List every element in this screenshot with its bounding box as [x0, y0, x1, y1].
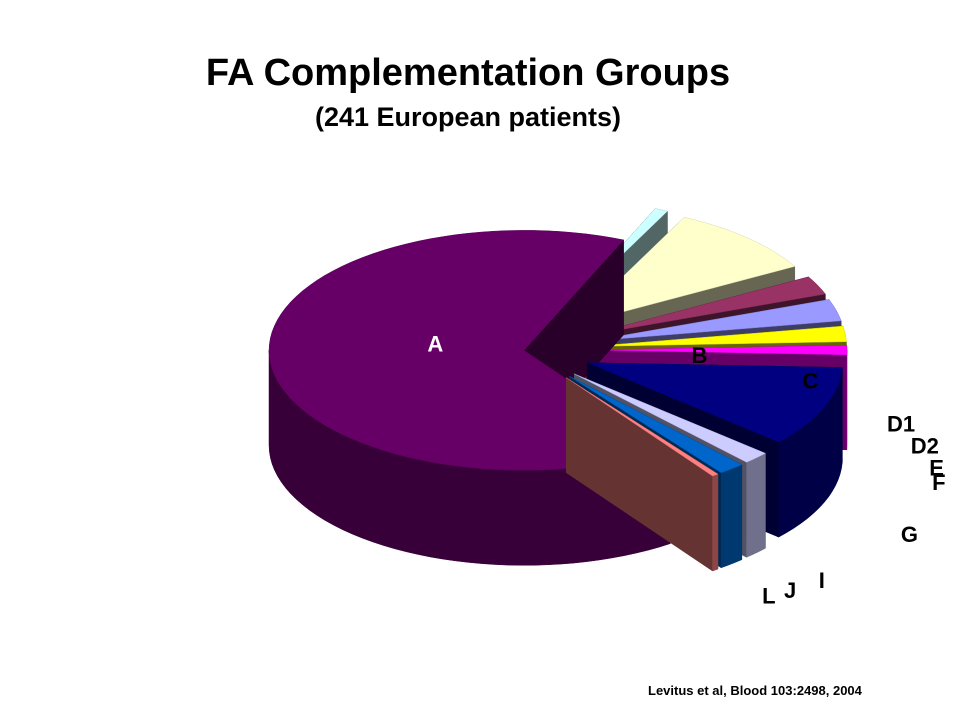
- pie-slices: [268, 207, 848, 572]
- slice-d2: [589, 299, 842, 342]
- slice-label-a: A: [427, 331, 443, 356]
- slice-e: [591, 325, 847, 347]
- slice-label-j: J: [784, 578, 796, 603]
- slice-label-e: E: [929, 455, 944, 480]
- slice-label-f: F: [932, 470, 945, 495]
- slice-label-d1: D1: [887, 411, 915, 436]
- slice-label-b: B: [692, 343, 708, 368]
- slice-label-d2: D2: [911, 434, 939, 459]
- chart-subtitle: (241 European patients): [314, 102, 622, 132]
- slice-label-l: L: [762, 583, 775, 608]
- citation: Levitus et al, Blood 103:2498, 2004: [648, 683, 862, 698]
- slice-f: [591, 345, 848, 356]
- slice-l: [566, 377, 719, 477]
- slice-d1: [586, 276, 826, 336]
- slice-i-side-0: [746, 452, 766, 558]
- slice-g: [587, 362, 843, 443]
- slice-j-side-0: [720, 464, 743, 569]
- slice-label-i: I: [819, 568, 825, 593]
- slice-i: [574, 373, 766, 463]
- slice-j: [569, 376, 743, 474]
- slice-l-side-0: [712, 473, 719, 572]
- slice-c: [571, 217, 796, 326]
- slice-label-g: G: [901, 522, 918, 547]
- slice-label-c: C: [803, 368, 819, 393]
- chart-title: FA Complementation Groups: [205, 52, 731, 94]
